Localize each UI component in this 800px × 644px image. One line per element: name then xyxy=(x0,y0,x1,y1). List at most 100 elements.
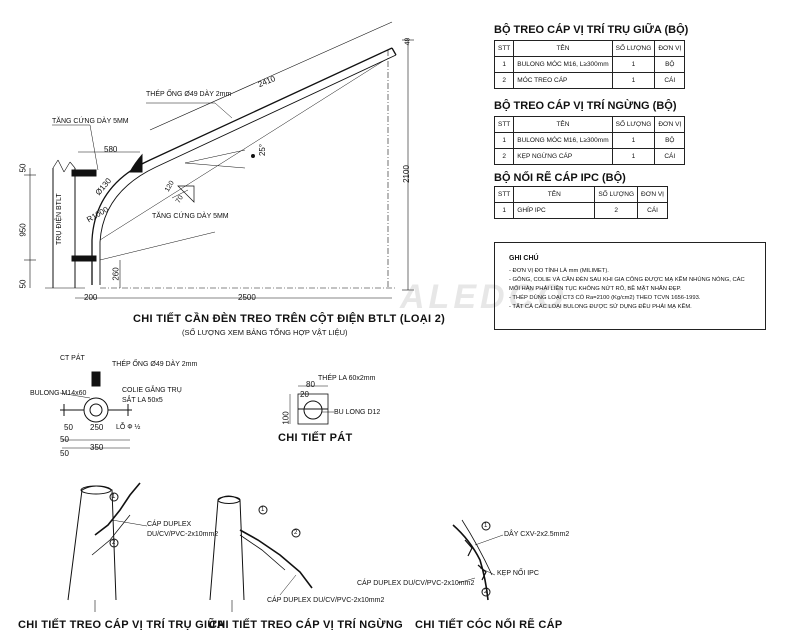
stiffener-bottom-label: TĂNG CỨNG DÀY 5MM xyxy=(152,213,229,220)
dim-260: 260 xyxy=(111,267,121,281)
cell-qty: 1 xyxy=(611,72,656,89)
table-row: 1 GHÍP IPC 2 CÁI xyxy=(493,202,668,219)
main-pole xyxy=(45,159,85,289)
table-header-row: STT TÊN SỐ LƯỢNG ĐƠN VỊ xyxy=(493,116,686,133)
upper-clamp xyxy=(71,169,97,177)
dim-50a: 50 xyxy=(18,163,28,173)
ct-pat-label: CT PÁT xyxy=(60,355,85,362)
table-row: 2 KẸP NGỪNG CÁP 1 CÁI xyxy=(493,148,686,165)
note-line: - GÔNG, COLIE VÀ CẦN ĐÈN SAU KHI GIA CÔN… xyxy=(509,277,745,283)
cell-name: BULONG MÓC M16, L≥300mm xyxy=(513,56,613,73)
cell-unit: BỘ xyxy=(654,56,686,73)
pat-detail-drawing xyxy=(289,385,334,425)
note-line: - THÉP DÙNG LOẠI CT3 CÓ Ra=2100 (Kg/cm2)… xyxy=(509,295,701,301)
cell-unit: BỘ xyxy=(654,132,686,149)
cell-name: GHÍP IPC xyxy=(513,202,596,219)
dim-580: 580 xyxy=(104,145,118,154)
stop-cable-label: CÁP DUPLEX DU/CV/PVC-2x10mm2 xyxy=(267,597,385,604)
header-name: TÊN xyxy=(513,186,596,203)
dim-200: 200 xyxy=(84,293,98,302)
cell-unit: CÁI xyxy=(654,72,686,89)
table-header-row: STT TÊN SỐ LƯỢNG ĐƠN VỊ xyxy=(493,40,686,57)
stiffener-top-label: TĂNG CỨNG DÀY 5MM xyxy=(52,118,129,125)
pat-dim-20: 20 xyxy=(300,390,309,399)
header-qty: SỐ LƯỢNG xyxy=(594,186,639,203)
branch-cable-label: CÁP DUPLEX DU/CV/PVC-2x10mm2 xyxy=(357,580,475,587)
mid-pole-drawing xyxy=(67,482,148,612)
cell-unit: CÁI xyxy=(637,202,668,219)
dim-height: 2100 xyxy=(401,165,411,183)
main-title: CHI TIẾT CẦN ĐÈN TREO TRÊN CỘT ĐIỆN BTLT… xyxy=(133,313,446,325)
cell-name: KẸP NGỪNG CÁP xyxy=(513,148,613,165)
header-unit: ĐƠN VỊ xyxy=(654,116,686,133)
arm-pipe xyxy=(91,47,397,285)
pat-dim-100: 100 xyxy=(281,411,291,425)
bolt-label: BULONG M14x60 xyxy=(30,390,87,397)
pat-steel-label: THÉP LA 60x2mm xyxy=(318,375,376,382)
mid-callout-2: 2 xyxy=(112,540,116,546)
cell-stt: 1 xyxy=(493,202,515,219)
stop-callout-2: 2 xyxy=(294,530,298,536)
table-header-row: STT TÊN SỐ LƯỢNG ĐƠN VỊ xyxy=(493,186,668,203)
branch-title: CHI TIẾT CÓC NỐI RẼ CÁP xyxy=(415,619,563,631)
mid-cable-spec: DU/CV/PVC-2x10mm2 xyxy=(147,531,219,538)
dim-width: 2500 xyxy=(238,293,256,302)
clamp-dim-250: 250 xyxy=(90,423,104,432)
header-name: TÊN xyxy=(513,40,613,57)
cell-unit: CÁI xyxy=(654,148,686,165)
notes-heading: GHI CHÚ xyxy=(509,255,539,262)
table-row: 1 BULONG MÓC M16, L≥300mm 1 BỘ xyxy=(493,132,686,149)
cell-qty: 2 xyxy=(594,202,639,219)
cell-qty: 1 xyxy=(611,132,656,149)
cell-stt: 2 xyxy=(493,72,515,89)
table-row: 1 BULONG MÓC M16, L≥300mm 1 BỘ xyxy=(493,56,686,73)
cell-stt: 1 xyxy=(493,132,515,149)
cell-stt: 2 xyxy=(493,148,515,165)
hole-label: LỖ Ф ½ xyxy=(116,424,141,431)
section-mid-title: BỘ TREO CÁP VỊ TRÍ TRỤ GIỮA (BỘ) xyxy=(494,24,689,36)
header-unit: ĐƠN VỊ xyxy=(654,40,686,57)
cell-name: MÓC TREO CÁP xyxy=(513,72,613,89)
section-stop-title: BỘ TREO CÁP VỊ TRÍ NGỪNG (BỘ) xyxy=(494,100,677,112)
pole-label: TRỤ ĐIỆN BTLT xyxy=(56,193,63,245)
dim-49: 49 xyxy=(404,37,412,46)
cell-name: BULONG MÓC M16, L≥300mm xyxy=(513,132,613,149)
dim-950: 950 xyxy=(18,223,28,237)
table-row: 2 MÓC TREO CÁP 1 CÁI xyxy=(493,72,686,89)
pat-title: CHI TIẾT PÁT xyxy=(278,432,353,444)
clamp-pipe-label: THÉP ỐNG Ø49 DÀY 2mm xyxy=(112,361,198,368)
bom-table-ipc: STT TÊN SỐ LƯỢNG ĐƠN VỊ 1 GHÍP IPC 2 CÁI xyxy=(493,186,668,219)
branch-wire-label: DÂY CXV-2x2.5mm2 xyxy=(504,531,570,538)
lower-clamp xyxy=(71,255,97,262)
note-line: MỐI HÀN PHẢI LIÊN TỤC KHÔNG NỨT RỖ, BỀ M… xyxy=(509,286,682,292)
mid-cable-label: CÁP DUPLEX xyxy=(147,521,192,528)
header-stt: STT xyxy=(493,116,515,133)
header-unit: ĐƠN VỊ xyxy=(637,186,668,203)
header-qty: SỐ LƯỢNG xyxy=(611,116,656,133)
bom-table-stop: STT TÊN SỐ LƯỢNG ĐƠN VỊ 1 BULONG MÓC M16… xyxy=(493,116,686,165)
note-line: - ĐƠN VỊ ĐO TÍNH LÀ mm (MILIMET). xyxy=(509,268,609,274)
watermark: ALEDCO xyxy=(400,278,568,316)
stop-title: CHI TIẾT TREO CÁP VỊ TRÍ NGỪNG xyxy=(209,619,403,631)
notes-box: GHI CHÚ - ĐƠN VỊ ĐO TÍNH LÀ mm (MILIMET)… xyxy=(494,242,766,330)
pat-dim-80: 80 xyxy=(306,380,315,389)
bom-table-mid: STT TÊN SỐ LƯỢNG ĐƠN VỊ 1 BULONG MÓC M16… xyxy=(493,40,686,89)
mid-callout-1: 1 xyxy=(112,494,116,500)
branch-callout-1: 1 xyxy=(484,523,488,529)
clamp-dim-350: 350 xyxy=(90,443,104,452)
pat-bolt-label: BU LONG D12 xyxy=(334,409,381,416)
section-ipc-title: BỘ NỐI RẼ CÁP IPC (BỘ) xyxy=(494,172,626,184)
clamp-detail-drawing xyxy=(59,371,132,449)
flat-label: SẮT LA 50x5 xyxy=(122,397,163,404)
mid-title: CHI TIẾT TREO CÁP VỊ TRÍ TRỤ GIỮA xyxy=(18,619,226,631)
dim-50b: 50 xyxy=(18,279,28,289)
header-qty: SỐ LƯỢNG xyxy=(611,40,656,57)
stop-pole-drawing xyxy=(209,495,313,612)
header-stt: STT xyxy=(493,186,515,203)
angle-dot xyxy=(251,154,255,158)
header-stt: STT xyxy=(493,40,515,57)
stop-callout-1: 1 xyxy=(261,507,265,513)
header-name: TÊN xyxy=(513,116,613,133)
clamp-dim-50c: 50 xyxy=(60,449,69,458)
